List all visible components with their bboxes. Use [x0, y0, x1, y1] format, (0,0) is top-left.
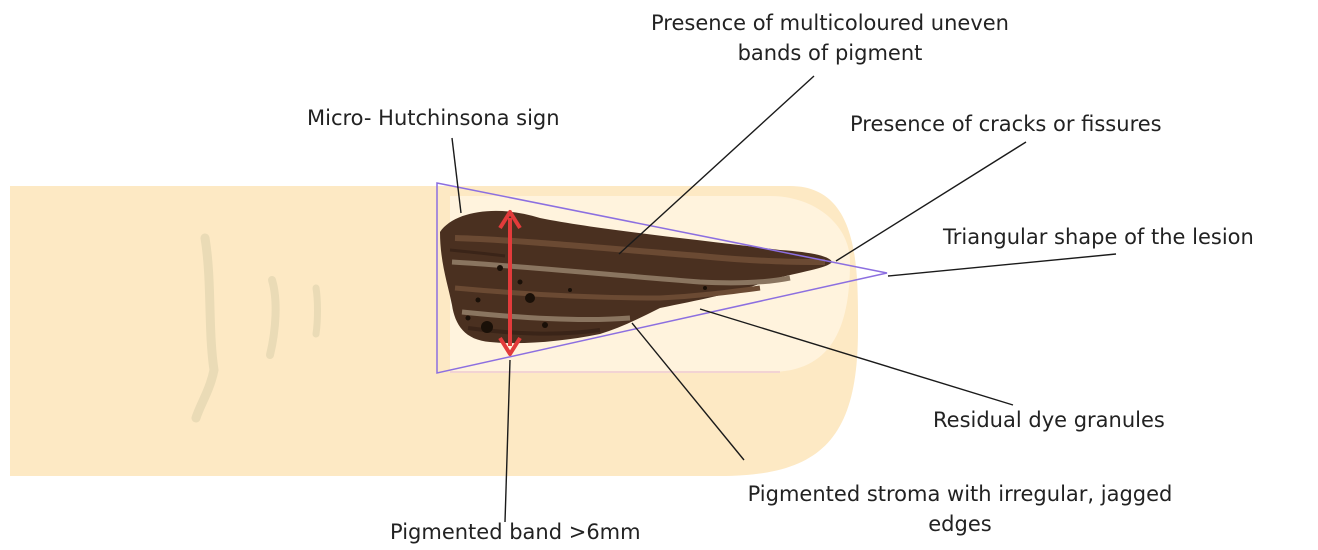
label-pigmented-stroma: Pigmented stroma with irregular, jagged … — [680, 479, 1240, 539]
leader-triangular-shape — [888, 254, 1116, 276]
knuckle-crease — [316, 288, 318, 334]
label-multicoloured-bands-line1: Presence of multicoloured uneven — [615, 8, 1045, 38]
label-multicoloured-bands: Presence of multicoloured uneven bands o… — [615, 8, 1045, 68]
label-residual-dye: Residual dye granules — [933, 405, 1165, 435]
label-micro-hutchinson: Micro- Hutchinsona sign — [307, 103, 560, 133]
label-cracks-fissures: Presence of cracks or fissures — [850, 109, 1162, 139]
label-pigmented-band: Pigmented band >6mm — [390, 517, 641, 547]
label-multicoloured-bands-line2: bands of pigment — [615, 38, 1045, 68]
label-pigmented-stroma-line1: Pigmented stroma with irregular, jagged — [680, 479, 1240, 509]
label-triangular-shape: Triangular shape of the lesion — [943, 222, 1254, 252]
label-pigmented-stroma-line2: edges — [680, 509, 1240, 539]
